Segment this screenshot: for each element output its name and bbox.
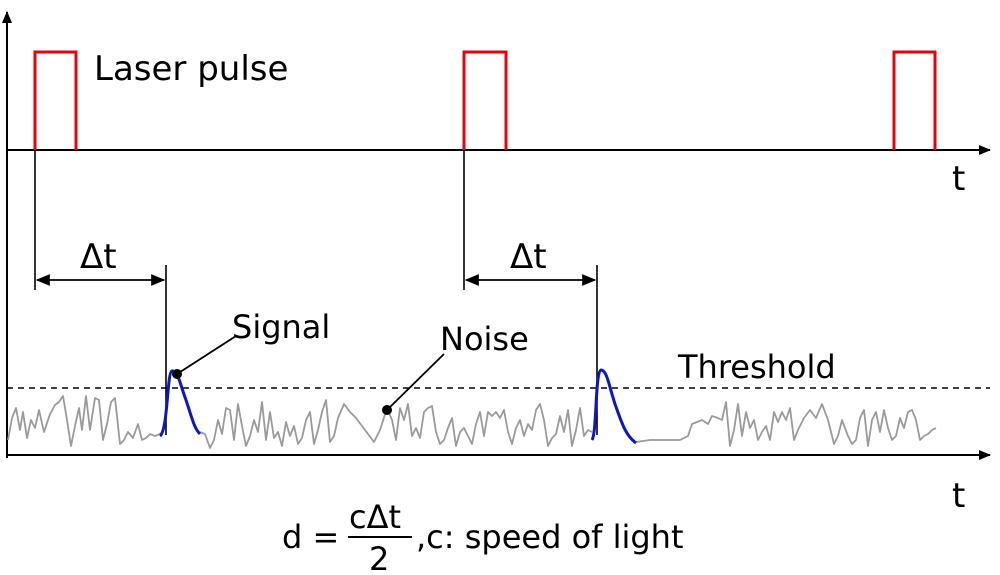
laser-pulses [33, 50, 937, 150]
laser-pulse-label: Laser pulse [94, 49, 288, 89]
noise-trace-3 [635, 401, 937, 447]
axis-label-t-top: t [952, 159, 965, 199]
noise-pointer [386, 353, 445, 411]
noise-pointer-dot [382, 405, 392, 415]
laser-pulse-2 [462, 50, 508, 150]
formula-lhs: d = [282, 518, 339, 556]
formula-numerator: cΔt [349, 498, 401, 536]
signal-pointer [176, 335, 237, 375]
delta-t-guides [34, 150, 598, 435]
noise-trace-2 [199, 399, 593, 449]
delta-t-label-2: Δt [510, 237, 547, 277]
formula-suffix: ,c: speed of light [416, 518, 684, 556]
formula-denominator: 2 [369, 540, 389, 575]
laser-pulse-3 [892, 50, 937, 150]
signal-pointer-dot [172, 369, 182, 379]
signal-echo-2 [590, 368, 637, 445]
axis-label-t-bottom: t [952, 476, 965, 516]
delta-t-label-1: Δt [80, 237, 117, 277]
distance-formula: d = cΔt 2 ,c: speed of light [282, 498, 684, 575]
signal-label: Signal [232, 308, 330, 346]
noise-label: Noise [440, 320, 529, 358]
noise-trace [7, 395, 164, 447]
laser-pulse-1 [33, 50, 78, 150]
threshold-label: Threshold [677, 348, 836, 386]
